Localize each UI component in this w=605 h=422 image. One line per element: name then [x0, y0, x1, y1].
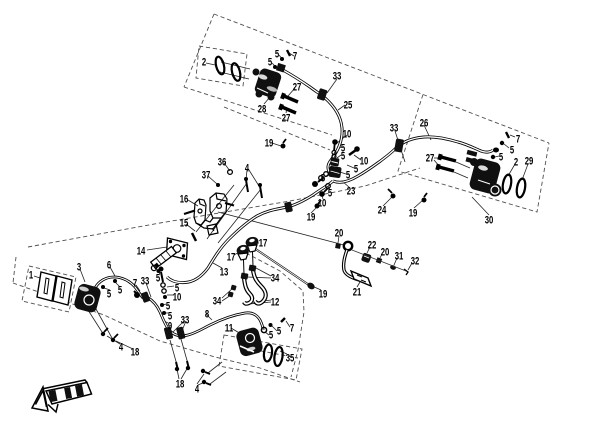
svg-text:12: 12 — [271, 297, 280, 309]
svg-text:27: 27 — [426, 153, 435, 165]
svg-text:23: 23 — [347, 186, 356, 198]
svg-text:7: 7 — [516, 134, 520, 146]
svg-text:33: 33 — [333, 71, 342, 83]
svg-text:31: 31 — [395, 251, 404, 263]
svg-text:24: 24 — [378, 205, 387, 217]
svg-text:5: 5 — [175, 283, 179, 295]
svg-text:2: 2 — [202, 57, 206, 69]
svg-text:28: 28 — [258, 104, 267, 116]
svg-text:5: 5 — [346, 170, 350, 182]
svg-text:7: 7 — [293, 51, 297, 63]
svg-text:17: 17 — [227, 252, 236, 264]
svg-text:5: 5 — [328, 188, 332, 200]
svg-text:5: 5 — [510, 145, 514, 157]
svg-text:5: 5 — [321, 173, 325, 185]
svg-text:17: 17 — [259, 238, 268, 250]
svg-text:1: 1 — [29, 270, 33, 282]
svg-text:7: 7 — [290, 323, 294, 335]
svg-text:27: 27 — [282, 113, 291, 125]
svg-text:19: 19 — [265, 138, 274, 150]
svg-text:5: 5 — [156, 273, 160, 285]
svg-text:2: 2 — [514, 157, 518, 169]
svg-text:16: 16 — [180, 194, 189, 206]
svg-text:15: 15 — [180, 218, 189, 230]
svg-text:10: 10 — [173, 292, 182, 304]
svg-text:19: 19 — [307, 212, 316, 224]
svg-text:5: 5 — [166, 301, 170, 313]
svg-text:4: 4 — [245, 163, 249, 175]
svg-text:19: 19 — [409, 208, 418, 220]
svg-text:6: 6 — [107, 260, 111, 272]
svg-text:5: 5 — [268, 57, 272, 69]
svg-text:26: 26 — [420, 118, 429, 130]
svg-text:10: 10 — [343, 129, 352, 141]
svg-text:5: 5 — [499, 152, 503, 164]
svg-text:30: 30 — [485, 215, 494, 227]
svg-text:5: 5 — [354, 164, 358, 176]
svg-text:33: 33 — [181, 315, 190, 327]
svg-text:21: 21 — [353, 287, 362, 299]
svg-text:5: 5 — [341, 143, 345, 155]
svg-text:5: 5 — [277, 326, 281, 338]
svg-text:10: 10 — [318, 198, 327, 210]
svg-text:18: 18 — [131, 347, 140, 359]
svg-text:36: 36 — [218, 157, 227, 169]
svg-text:14: 14 — [137, 246, 146, 258]
svg-text:20: 20 — [381, 247, 390, 259]
svg-text:4: 4 — [195, 384, 199, 396]
svg-text:18: 18 — [176, 379, 185, 391]
svg-text:7: 7 — [133, 278, 137, 290]
svg-text:8: 8 — [205, 309, 209, 321]
svg-text:5: 5 — [275, 49, 279, 61]
svg-text:13: 13 — [220, 267, 229, 279]
svg-text:5: 5 — [269, 330, 273, 342]
svg-text:34: 34 — [213, 296, 222, 308]
svg-text:11: 11 — [225, 323, 234, 335]
svg-text:33: 33 — [141, 276, 150, 288]
svg-text:37: 37 — [202, 170, 211, 182]
svg-text:34: 34 — [271, 273, 280, 285]
svg-text:27: 27 — [293, 82, 302, 94]
svg-text:3: 3 — [77, 262, 81, 274]
svg-text:5: 5 — [341, 151, 345, 163]
svg-text:5: 5 — [107, 289, 111, 301]
svg-text:25: 25 — [344, 100, 353, 112]
svg-text:22: 22 — [368, 240, 377, 252]
svg-text:5: 5 — [118, 285, 122, 297]
svg-text:5: 5 — [168, 311, 172, 323]
svg-text:10: 10 — [360, 156, 369, 168]
svg-text:32: 32 — [411, 256, 420, 268]
svg-text:35: 35 — [286, 353, 295, 365]
svg-text:33: 33 — [390, 123, 399, 135]
svg-text:4: 4 — [119, 342, 123, 354]
svg-text:19: 19 — [319, 289, 328, 301]
svg-text:29: 29 — [525, 156, 534, 168]
svg-text:9: 9 — [168, 321, 172, 333]
svg-text:20: 20 — [335, 228, 344, 240]
